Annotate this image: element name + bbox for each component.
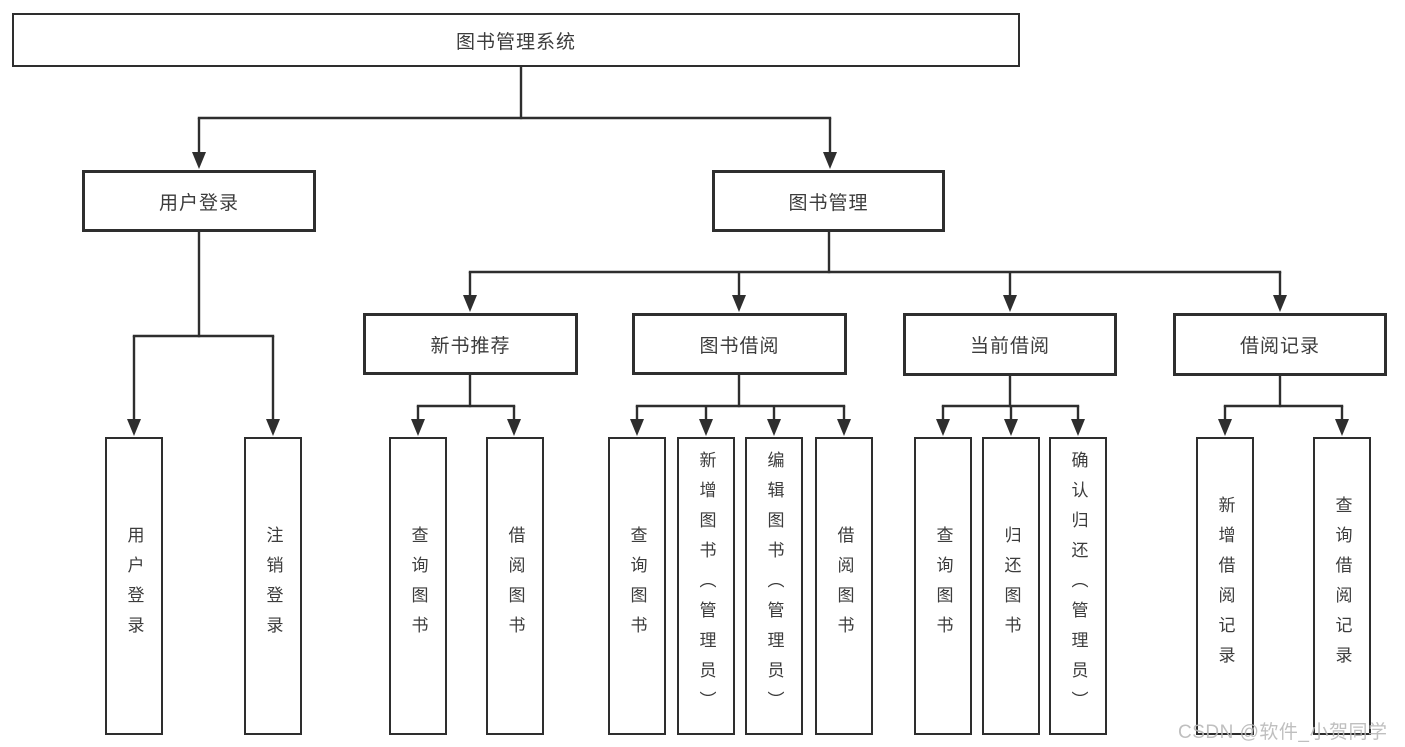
leaf-logout: 注销登录	[244, 437, 302, 735]
node-library-system-label: 图书管理系统	[455, 31, 576, 53]
node-library-system: 图书管理系统	[12, 13, 1020, 67]
node-borrowing-records: 借阅记录	[1173, 313, 1387, 376]
leaf-records-add-record-label: 新增借阅记录	[1215, 496, 1235, 676]
leaf-records-add-record: 新增借阅记录	[1196, 437, 1254, 735]
leaf-records-query-record: 查询借阅记录	[1313, 437, 1371, 735]
node-user-login-label: 用户登录	[158, 192, 239, 214]
leaf-current-query-books: 查询图书	[914, 437, 972, 735]
leaf-user-login-label: 用户登录	[124, 526, 144, 646]
leaf-records-query-record-label: 查询借阅记录	[1332, 496, 1352, 676]
node-book-borrowing: 图书借阅	[632, 313, 847, 375]
node-book-management-label: 图书管理	[788, 192, 869, 214]
leaf-newbooks-query-books-label: 查询图书	[408, 526, 428, 646]
leaf-current-query-books-label: 查询图书	[933, 526, 953, 646]
leaf-borrowing-edit-books-admin: 编辑图书（管理员）	[745, 437, 803, 735]
leaf-newbooks-borrow-books: 借阅图书	[486, 437, 544, 735]
node-user-login: 用户登录	[82, 170, 316, 232]
leaf-borrowing-add-books-admin: 新增图书（管理员）	[677, 437, 735, 735]
leaf-borrowing-borrow-books: 借阅图书	[815, 437, 873, 735]
leaf-borrowing-add-books-admin-label: 新增图书（管理员）	[696, 451, 716, 721]
leaf-user-login: 用户登录	[105, 437, 163, 735]
leaf-current-return-books: 归还图书	[982, 437, 1040, 735]
leaf-borrowing-edit-books-admin-label: 编辑图书（管理员）	[764, 451, 784, 721]
leaf-borrowing-query-books: 查询图书	[608, 437, 666, 735]
leaf-current-confirm-return-admin: 确认归还（管理员）	[1049, 437, 1107, 735]
node-current-borrowing-label: 当前借阅	[969, 336, 1050, 357]
node-new-book-recommend-label: 新书推荐	[430, 335, 511, 357]
leaf-current-return-books-label: 归还图书	[1001, 526, 1021, 646]
node-book-management: 图书管理	[712, 170, 945, 232]
leaf-borrowing-query-books-label: 查询图书	[627, 526, 647, 646]
leaf-newbooks-borrow-books-label: 借阅图书	[505, 526, 525, 646]
node-current-borrowing: 当前借阅	[903, 313, 1117, 376]
node-new-book-recommend: 新书推荐	[363, 313, 578, 375]
leaf-borrowing-borrow-books-label: 借阅图书	[834, 526, 854, 646]
leaf-current-confirm-return-admin-label: 确认归还（管理员）	[1068, 451, 1088, 721]
leaf-logout-label: 注销登录	[263, 526, 283, 646]
leaf-newbooks-query-books: 查询图书	[389, 437, 447, 735]
csdn-watermark: CSDN @软件_小贺同学	[1178, 722, 1388, 743]
node-book-borrowing-label: 图书借阅	[699, 335, 780, 357]
node-borrowing-records-label: 借阅记录	[1239, 336, 1320, 357]
